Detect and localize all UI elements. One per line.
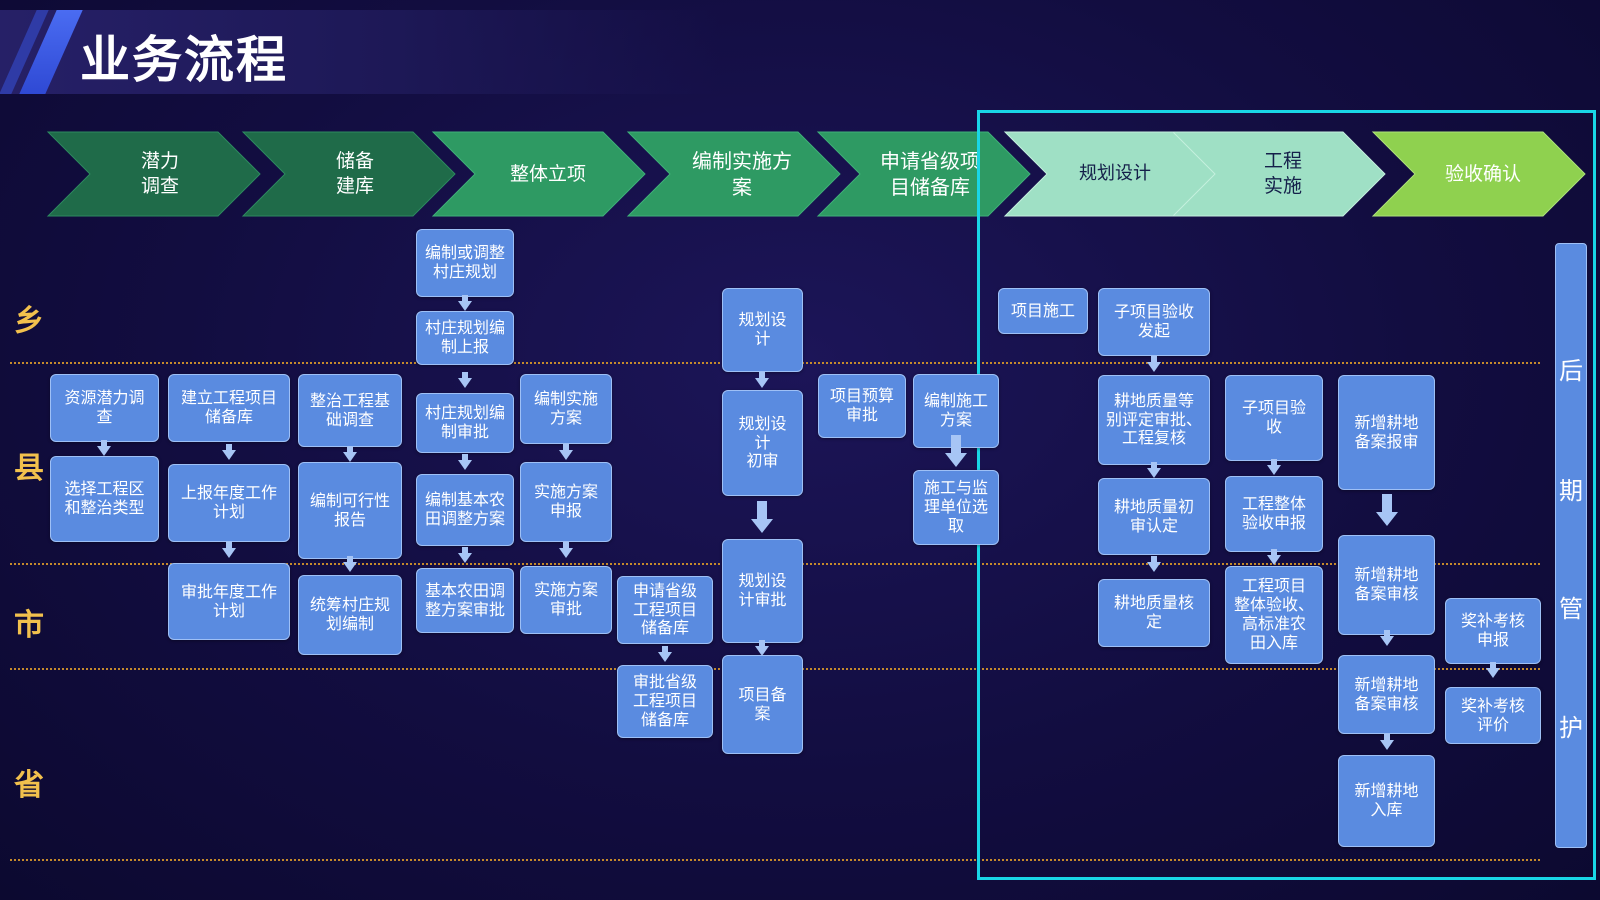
process-box: 耕地质量核 定 — [1098, 579, 1210, 647]
stage-chevron-3 — [431, 131, 646, 217]
flow-arrow — [222, 444, 236, 460]
process-box: 上报年度工作 计划 — [168, 464, 290, 542]
process-box: 申请省级 工程项目 储备库 — [617, 576, 713, 644]
process-box: 新增耕地 入库 — [1338, 755, 1435, 847]
flow-arrow — [1376, 494, 1398, 526]
process-box: 编制基本农 田调整方案 — [416, 474, 514, 546]
process-box: 项目备 案 — [722, 655, 803, 754]
flow-arrow — [458, 295, 472, 311]
process-box: 耕地质量初 审认定 — [1098, 478, 1210, 555]
side-panel-char: 期 — [1559, 477, 1583, 505]
process-box: 建立工程项目 储备库 — [168, 374, 290, 442]
process-box: 基本农田调 整方案审批 — [416, 568, 514, 633]
stage-label: 储备 建库 — [335, 150, 374, 197]
flow-arrow — [1267, 459, 1281, 475]
process-box: 子项目验 收 — [1225, 375, 1323, 461]
flow-arrow — [458, 454, 472, 470]
process-box: 奖补考核 评价 — [1445, 687, 1541, 744]
flow-arrow — [97, 440, 111, 456]
flow-arrow — [1380, 734, 1394, 750]
stage-label: 编制实施方 案 — [692, 149, 792, 199]
page-title: 业务流程 — [80, 31, 288, 89]
flow-arrow — [559, 542, 573, 558]
row-label-xiang: 乡 — [14, 304, 44, 339]
side-panel-char: 后 — [1559, 357, 1583, 385]
process-box: 编制可行性 报告 — [298, 462, 402, 559]
side-panel-char: 管 — [1559, 595, 1583, 623]
stage-chevron-4 — [626, 131, 841, 217]
process-box: 项目施工 — [998, 288, 1088, 334]
flow-arrow — [222, 542, 236, 558]
stage-chevron-2 — [241, 131, 456, 217]
process-box: 奖补考核 申报 — [1445, 598, 1541, 664]
process-box: 耕地质量等 别评定审批、 工程复核 — [1098, 375, 1210, 465]
process-box: 编制或调整 村庄规划 — [416, 229, 514, 297]
process-box: 规划设 计 — [722, 288, 803, 372]
flow-arrow — [559, 444, 573, 460]
process-box: 项目预算 审批 — [818, 374, 906, 438]
flow-arrow — [1486, 662, 1500, 678]
stage-label: 工程 实施 — [1263, 150, 1302, 197]
row-label-shi: 市 — [14, 608, 44, 643]
flow-arrow — [458, 547, 472, 563]
flow-arrow — [1267, 549, 1281, 565]
title-bar — [0, 10, 720, 94]
flow-arrow — [458, 372, 472, 388]
stage-label: 申请省级项 目储备库 — [880, 149, 980, 199]
stage-label: 验收确认 — [1444, 162, 1521, 185]
process-box: 选择工程区 和整治类型 — [50, 456, 159, 542]
side-panel-char: 护 — [1559, 714, 1583, 742]
flow-arrow — [343, 556, 357, 572]
row-label-xian: 县 — [14, 451, 44, 486]
process-box: 审批省级 工程项目 储备库 — [617, 665, 713, 738]
process-box: 新增耕地 备案审核 — [1338, 655, 1435, 734]
process-box: 规划设 计审批 — [722, 539, 803, 643]
post-maintenance-panel — [1555, 243, 1587, 848]
flow-arrow — [1380, 630, 1394, 646]
flow-arrow — [755, 640, 769, 656]
process-box: 统筹村庄规 划编制 — [298, 575, 402, 655]
process-box: 工程整体 验收申报 — [1225, 476, 1323, 552]
process-box: 新增耕地 备案审核 — [1338, 535, 1435, 635]
process-box: 村庄规划编 制审批 — [416, 393, 514, 453]
process-box: 规划设 计 初审 — [722, 390, 803, 496]
stage-label: 规划设计 — [1079, 163, 1151, 185]
process-box: 资源潜力调 查 — [50, 374, 159, 442]
process-box: 编制实施 方案 — [520, 374, 612, 444]
stage-chevron-7 — [1171, 131, 1386, 217]
row-label-sheng: 省 — [14, 768, 44, 803]
flow-arrow — [1147, 356, 1161, 372]
process-box: 实施方案 审批 — [520, 566, 612, 634]
stage-chevron-8 — [1371, 131, 1586, 217]
process-box: 新增耕地 备案报审 — [1338, 375, 1435, 490]
process-box: 实施方案 申报 — [520, 462, 612, 542]
process-box: 村庄规划编 制上报 — [416, 311, 514, 365]
process-box: 整治工程基 础调查 — [298, 374, 402, 447]
flow-arrow — [755, 372, 769, 388]
process-box: 施工与监 理单位选 取 — [913, 470, 999, 545]
row-divider — [10, 859, 1540, 861]
flow-arrow — [1147, 462, 1161, 478]
flow-arrow — [1147, 556, 1161, 572]
stage-label: 潜力 调查 — [140, 150, 179, 197]
flow-arrow — [343, 446, 357, 462]
process-box: 子项目验收 发起 — [1098, 288, 1210, 356]
flow-arrow — [658, 646, 672, 662]
stage-label: 整体立项 — [509, 162, 586, 185]
flow-arrow — [945, 435, 967, 467]
process-box: 工程项目 整体验收、 高标准农 田入库 — [1225, 566, 1323, 664]
process-box: 审批年度工作 计划 — [168, 563, 290, 640]
stage-chevron-1 — [46, 131, 261, 217]
flow-arrow — [751, 501, 773, 533]
